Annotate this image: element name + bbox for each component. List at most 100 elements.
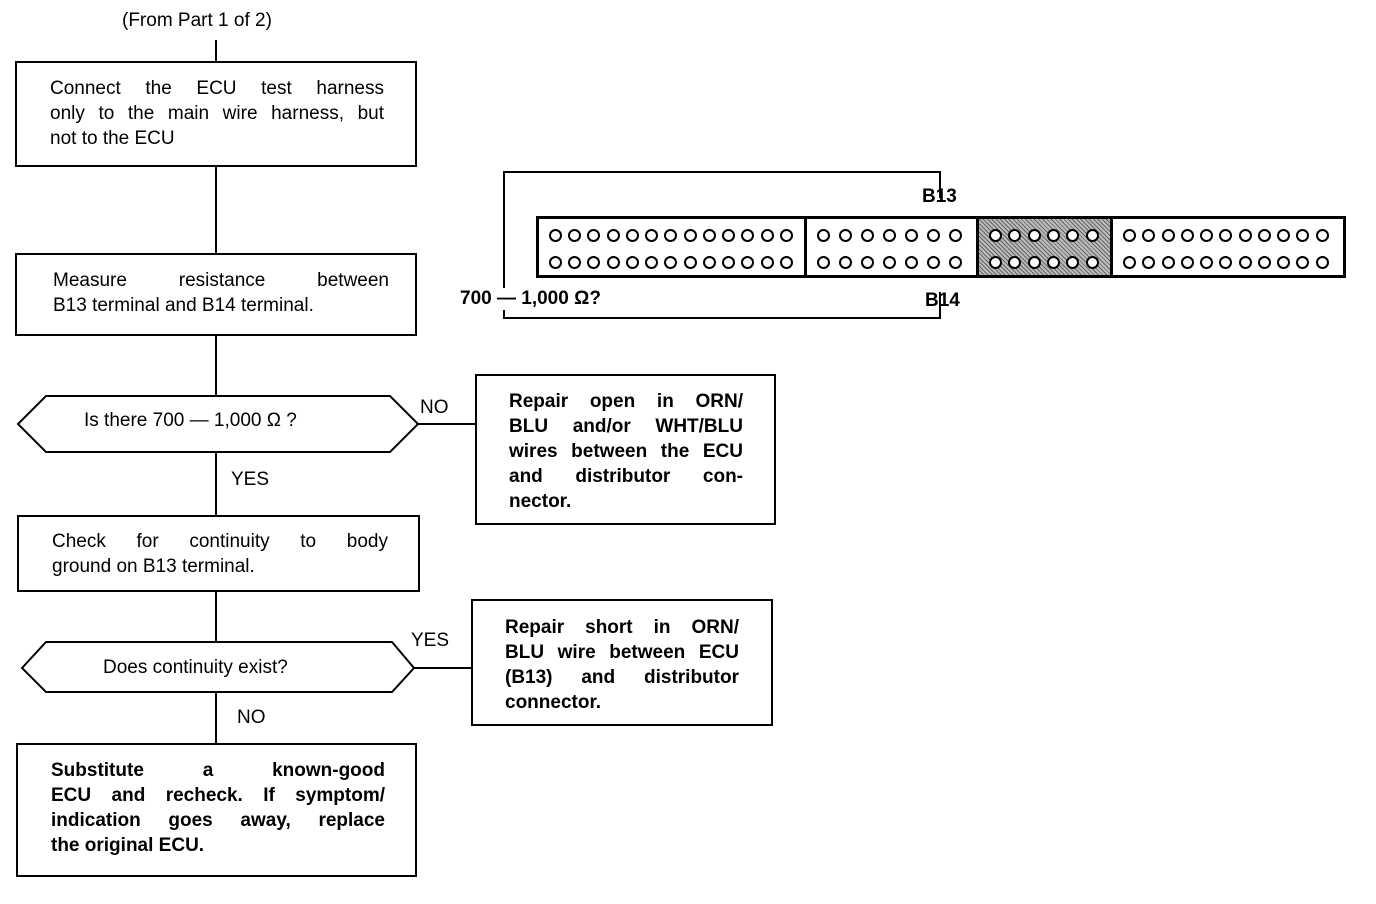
connector-pin bbox=[1219, 229, 1233, 242]
connector-pin bbox=[722, 229, 736, 242]
connector-pin bbox=[1180, 256, 1194, 269]
connector-pin bbox=[760, 256, 774, 269]
connector-pin bbox=[1047, 229, 1060, 242]
step-connect-line-3: not to the ECU bbox=[50, 128, 175, 149]
step-substitute-line-2: ECU and recheck. If symptom/ bbox=[51, 785, 385, 806]
connector-pin bbox=[1238, 229, 1252, 242]
connector-pin bbox=[702, 256, 716, 269]
connector-pin bbox=[1257, 229, 1271, 242]
connector-pin bbox=[817, 256, 830, 269]
connector-pin bbox=[568, 229, 582, 242]
step-check-line-2: ground on B13 terminal. bbox=[52, 556, 255, 577]
connector-pin bbox=[989, 229, 1002, 242]
decision2-no-label: NO bbox=[237, 707, 266, 728]
connector-pin bbox=[839, 229, 852, 242]
decision1-yes-label: YES bbox=[231, 469, 270, 490]
step-measure-line-1: Measure resistance between bbox=[53, 270, 389, 291]
resistance-label: 700 — 1,000 Ω? bbox=[460, 288, 603, 310]
connector-pin bbox=[905, 256, 918, 269]
connector-pin bbox=[741, 229, 755, 242]
repair-open-line-5: nector. bbox=[509, 491, 572, 512]
connector-pin bbox=[1315, 229, 1329, 242]
repair-short-text: Repair short in ORN/ BLU wire between EC… bbox=[505, 615, 739, 715]
connector-pin bbox=[1142, 229, 1156, 242]
step-substitute-box: Substitute a known-good ECU and recheck.… bbox=[16, 743, 417, 877]
meter-bracket bbox=[503, 171, 941, 319]
connector-pin bbox=[741, 256, 755, 269]
repair-open-line-2: BLU and/or WHT/BLU bbox=[509, 416, 743, 437]
connector-pin bbox=[683, 256, 697, 269]
connector-pin bbox=[1008, 229, 1022, 242]
connector-pin bbox=[549, 256, 562, 269]
step-check-box: Check for continuity to body ground on B… bbox=[17, 515, 420, 592]
repair-open-line-3: wires between the ECU bbox=[509, 441, 743, 462]
connector-pin bbox=[927, 256, 940, 269]
step-measure-text: Measure resistance between B13 terminal … bbox=[53, 268, 389, 318]
repair-short-line-1: Repair short in ORN/ bbox=[505, 617, 739, 638]
connector-pin bbox=[949, 256, 962, 269]
connector-pin bbox=[1200, 229, 1214, 242]
connector-section-1 bbox=[539, 219, 807, 275]
connector-pin bbox=[1277, 229, 1291, 242]
connector-pin bbox=[606, 229, 620, 242]
step-check-line-1: Check for continuity to body bbox=[52, 531, 388, 552]
decision2-question: Does continuity exist? bbox=[103, 657, 288, 678]
connector-pin bbox=[664, 256, 678, 269]
connector-pin bbox=[905, 229, 918, 242]
connector-pin bbox=[1296, 229, 1310, 242]
connector-pin bbox=[625, 229, 639, 242]
connector-pin bbox=[1066, 229, 1080, 242]
step-check-text: Check for continuity to body ground on B… bbox=[52, 529, 388, 579]
connector-pin bbox=[1047, 256, 1060, 269]
repair-short-line-3: (B13) and distributor bbox=[505, 667, 739, 688]
connector-pin bbox=[989, 256, 1002, 269]
repair-open-line-4: and distributor con- bbox=[509, 466, 743, 487]
connector-pin bbox=[1161, 256, 1175, 269]
connector-pin bbox=[722, 256, 736, 269]
connector-pin bbox=[587, 256, 601, 269]
step-substitute-line-4: the original ECU. bbox=[51, 835, 205, 856]
repair-short-box: Repair short in ORN/ BLU wire between EC… bbox=[471, 599, 773, 726]
connector-pin bbox=[1123, 229, 1136, 242]
connector-pin bbox=[587, 229, 601, 242]
repair-open-text: Repair open in ORN/ BLU and/or WHT/BLU w… bbox=[509, 389, 743, 514]
decision1-question: Is there 700 — 1,000 Ω ? bbox=[84, 410, 297, 431]
ecu-connector bbox=[536, 216, 1346, 278]
connector-pin bbox=[861, 229, 874, 242]
connector-pin bbox=[861, 256, 874, 269]
connector-pin bbox=[1296, 256, 1310, 269]
connector-pin bbox=[1123, 256, 1136, 269]
step-substitute-line-3: indication goes away, replace bbox=[51, 810, 385, 831]
connector-pin bbox=[702, 229, 716, 242]
connector-pin bbox=[1238, 256, 1252, 269]
step-connect-box: Connect the ECU test harness only to the… bbox=[15, 61, 417, 167]
connector-pin bbox=[1161, 229, 1175, 242]
connector-section-3 bbox=[979, 219, 1113, 275]
decision1-no-label: NO bbox=[420, 397, 449, 418]
step-measure-line-2: B13 terminal and B14 terminal. bbox=[53, 295, 314, 316]
repair-short-line-4: connector. bbox=[505, 692, 602, 713]
connector-pin bbox=[625, 256, 639, 269]
connector-pin bbox=[883, 229, 896, 242]
connector-pin bbox=[1085, 229, 1099, 242]
connector-pin bbox=[1142, 256, 1156, 269]
connector-pin bbox=[1180, 229, 1194, 242]
connector-pin bbox=[1027, 229, 1041, 242]
connector-section-2 bbox=[807, 219, 979, 275]
step-connect-line-2: only to the main wire harness, but bbox=[50, 103, 384, 124]
step-connect-line-1: Connect the ECU test harness bbox=[50, 78, 384, 99]
connector-pin bbox=[817, 229, 830, 242]
terminal-b13-label: B13 bbox=[922, 186, 957, 207]
connector-pin bbox=[1066, 256, 1080, 269]
connector-pin bbox=[1219, 256, 1233, 269]
repair-open-box: Repair open in ORN/ BLU and/or WHT/BLU w… bbox=[475, 374, 776, 525]
connector-pin bbox=[645, 256, 659, 269]
connector-pin bbox=[760, 229, 774, 242]
connector-pin bbox=[779, 229, 793, 242]
connector-section-4 bbox=[1113, 219, 1343, 275]
step-connect-text: Connect the ECU test harness only to the… bbox=[50, 76, 384, 151]
connector-pin bbox=[683, 229, 697, 242]
step-substitute-text: Substitute a known-good ECU and recheck.… bbox=[51, 758, 385, 858]
connector-pin bbox=[883, 256, 896, 269]
